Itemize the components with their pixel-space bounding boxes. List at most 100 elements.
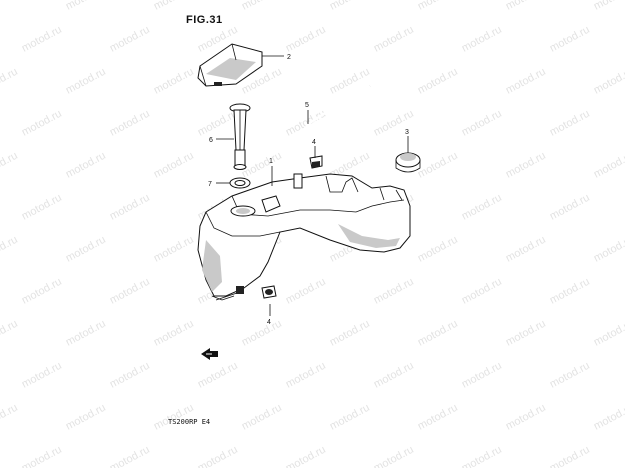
- watermark-text: motod.ru: [196, 444, 240, 468]
- watermark-text: motod.ru: [152, 150, 196, 181]
- watermark-text: motod.ru: [64, 234, 108, 265]
- watermark-text: motod.ru: [0, 66, 20, 97]
- watermark-text: motod.ru: [548, 192, 592, 223]
- callout-mount-bolt: 4: [267, 319, 271, 326]
- watermark-text: motod.ru: [592, 150, 625, 181]
- watermark-text: motod.ru: [152, 0, 196, 13]
- watermark-text: motod.ru: [592, 0, 625, 13]
- watermark-text: motod.ru: [196, 360, 240, 391]
- watermark-text: motod.ru: [20, 24, 64, 55]
- watermark-text: motod.ru: [240, 150, 284, 181]
- watermark-text: motod.ru: [504, 66, 548, 97]
- watermark-text: motod.ru: [240, 318, 284, 349]
- watermark-text: motod.ru: [328, 318, 372, 349]
- watermark-text: motod.ru: [0, 150, 20, 181]
- watermark-text: motod.ru: [548, 24, 592, 55]
- watermark-text: motod.ru: [372, 360, 416, 391]
- watermark-text: motod.ru: [284, 360, 328, 391]
- callout-fuel-tank: 1: [269, 158, 273, 165]
- watermark-text: motod.ru: [504, 318, 548, 349]
- watermark-text: motod.ru: [416, 234, 460, 265]
- watermark-text: motod.ru: [196, 108, 240, 139]
- watermark-text: motod.ru: [108, 108, 152, 139]
- watermark-text: motod.ru: [372, 108, 416, 139]
- watermark-text: motod.ru: [548, 108, 592, 139]
- watermark-text: motod.ru: [372, 444, 416, 468]
- watermark-text: motod.ru: [504, 234, 548, 265]
- cushion-front: [309, 155, 323, 169]
- callout-fuel-gauge-unit: 6: [209, 137, 213, 144]
- watermark-text: motod.ru: [592, 234, 625, 265]
- watermark-text: motod.ru: [0, 402, 20, 433]
- callout-filler-cap: 2: [287, 54, 291, 61]
- watermark-text: motod.ru: [592, 402, 625, 433]
- watermark-text: motod.ru: [64, 66, 108, 97]
- watermark-text: motod.ru: [0, 0, 20, 13]
- watermark-text: motod.ru: [328, 402, 372, 433]
- watermark-text: motod.ru: [20, 108, 64, 139]
- watermark-text: motod.ru: [460, 360, 504, 391]
- watermark-text: motod.ru: [108, 444, 152, 468]
- watermark-text: motod.ru: [64, 150, 108, 181]
- watermark-text: motod.ru: [284, 276, 328, 307]
- watermark-text: motod.ru: [460, 108, 504, 139]
- watermark-text: motod.ru: [240, 0, 284, 13]
- watermark-text: motod.ru: [592, 318, 625, 349]
- watermark-text: motod.ru: [108, 360, 152, 391]
- forward-arrow-icon: [201, 348, 218, 360]
- watermark-text: motod.ru: [328, 0, 372, 13]
- model-code: TS200RP E4: [168, 418, 211, 426]
- watermark-text: motod.ru: [108, 24, 152, 55]
- watermark-text: motod.ru: [416, 150, 460, 181]
- watermark-text: motod.ru: [152, 66, 196, 97]
- watermark-text: motod.ru: [460, 24, 504, 55]
- watermark-text: motod.ru: [504, 402, 548, 433]
- watermark-text: motod.ru: [460, 276, 504, 307]
- watermark-text: motod.ru: [20, 192, 64, 223]
- watermark-text: motod.ru: [108, 276, 152, 307]
- watermark-text: motod.ru: [372, 276, 416, 307]
- watermark-text: motod.ru: [328, 66, 372, 97]
- watermark-text: motod.ru: [548, 276, 592, 307]
- watermark-text: motod.ru: [20, 444, 64, 468]
- watermark-text: motod.ru: [240, 402, 284, 433]
- watermark-text: motod.ru: [284, 24, 328, 55]
- filler-cap: [197, 43, 263, 87]
- watermark-text: motod.ru: [0, 234, 20, 265]
- watermark-text: motod.ru: [504, 0, 548, 13]
- cushion-rear: [395, 152, 421, 173]
- watermark-text: motod.ru: [416, 66, 460, 97]
- watermark-text: motod.ru: [416, 318, 460, 349]
- callout-cushion-rear: 3: [405, 129, 409, 136]
- watermark-text: motod.ru: [64, 0, 108, 13]
- watermark-text: motod.ru: [416, 402, 460, 433]
- mount-bolt: [215, 285, 277, 301]
- watermark-text: motod.ru: [152, 234, 196, 265]
- gasket: [229, 177, 251, 189]
- watermark-text: motod.ru: [20, 360, 64, 391]
- callout-breather-hose: 5: [305, 102, 309, 109]
- watermark-text: motod.ru: [548, 444, 592, 468]
- watermark-text: motod.ru: [152, 318, 196, 349]
- watermark-text: motod.ru: [372, 24, 416, 55]
- watermark-text: motod.ru: [64, 402, 108, 433]
- watermark-text: motod.ru: [64, 318, 108, 349]
- callout-cushion-front: 4: [312, 139, 316, 146]
- callout-labels: 2 6 1 5 4 3 7 4: [208, 54, 409, 326]
- figure-title: FIG.31: [186, 14, 223, 26]
- fuel-tank: [197, 173, 411, 301]
- leader-lines: [216, 55, 409, 316]
- watermark-text: motod.ru: [460, 192, 504, 223]
- watermark-text: motod.ru: [504, 150, 548, 181]
- fuel-gauge-unit: [229, 103, 251, 170]
- callout-gasket: 7: [208, 181, 212, 188]
- watermark-text: motod.ru: [548, 360, 592, 391]
- watermark-text: motod.ru: [416, 0, 460, 13]
- watermark-text: motod.ru: [0, 318, 20, 349]
- watermark-text: motod.ru: [108, 192, 152, 223]
- watermark-text: motod.ru: [592, 66, 625, 97]
- watermark-text: motod.ru: [284, 444, 328, 468]
- watermark-text: motod.ru: [284, 108, 328, 139]
